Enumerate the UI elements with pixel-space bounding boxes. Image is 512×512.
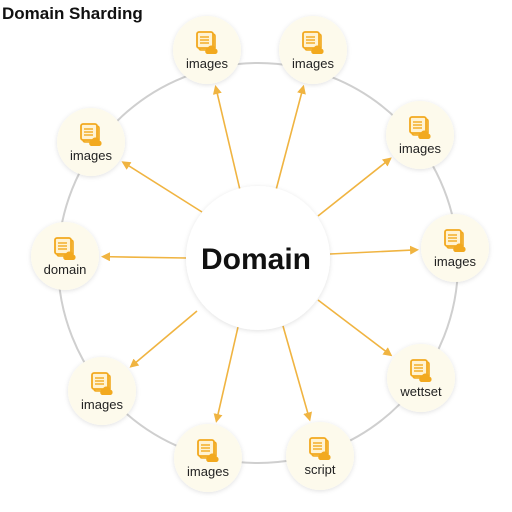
shard-node-label: images	[399, 141, 441, 156]
diagram-title: Domain Sharding	[2, 4, 143, 23]
shard-node-7: images	[174, 424, 242, 492]
document-cloud-icon	[54, 237, 76, 260]
shard-node-label: images	[292, 56, 334, 71]
arrow-to-node-2	[275, 84, 306, 191]
shard-node-2: images	[279, 16, 347, 84]
arrow-to-node-7	[213, 326, 239, 423]
shard-node-label: images	[70, 148, 112, 163]
document-cloud-icon	[409, 116, 431, 139]
document-cloud-icon	[196, 31, 218, 54]
center-node	[186, 186, 330, 330]
arrow-to-node-3	[317, 157, 392, 217]
document-cloud-icon	[91, 372, 113, 395]
arrow-to-node-8	[129, 310, 198, 368]
arrow-to-node-6	[282, 325, 313, 422]
arrow-group	[100, 84, 420, 423]
arrow-to-node-9	[100, 252, 187, 262]
document-cloud-icon	[444, 229, 466, 252]
shard-node-label: wettset	[399, 384, 442, 399]
document-cloud-icon	[80, 123, 102, 146]
node-group: images images images images wettset script ima…	[31, 16, 489, 492]
shard-node-label: images	[186, 56, 228, 71]
shard-node-8: images	[68, 357, 136, 425]
shard-node-9: domain	[31, 222, 99, 290]
arrow-to-node-4	[329, 245, 420, 255]
shard-node-label: images	[187, 464, 229, 479]
shard-node-10: images	[57, 108, 125, 176]
document-cloud-icon	[302, 31, 324, 54]
shard-node-label: images	[434, 254, 476, 269]
shard-node-5: wettset	[387, 344, 455, 412]
document-cloud-icon	[410, 359, 432, 382]
shard-node-4: images	[421, 214, 489, 282]
center-label: Domain	[201, 243, 311, 276]
shard-node-1: images	[173, 16, 241, 84]
shard-node-label: images	[81, 397, 123, 412]
document-cloud-icon	[197, 439, 219, 462]
shard-node-3: images	[386, 101, 454, 169]
shard-node-6: script	[286, 422, 354, 490]
arrow-to-node-1	[212, 85, 241, 191]
document-cloud-icon	[309, 437, 331, 460]
shard-node-label: script	[304, 462, 335, 477]
shard-node-label: domain	[44, 262, 87, 277]
arrow-to-node-5	[317, 299, 393, 357]
arrow-to-node-10	[121, 161, 203, 213]
